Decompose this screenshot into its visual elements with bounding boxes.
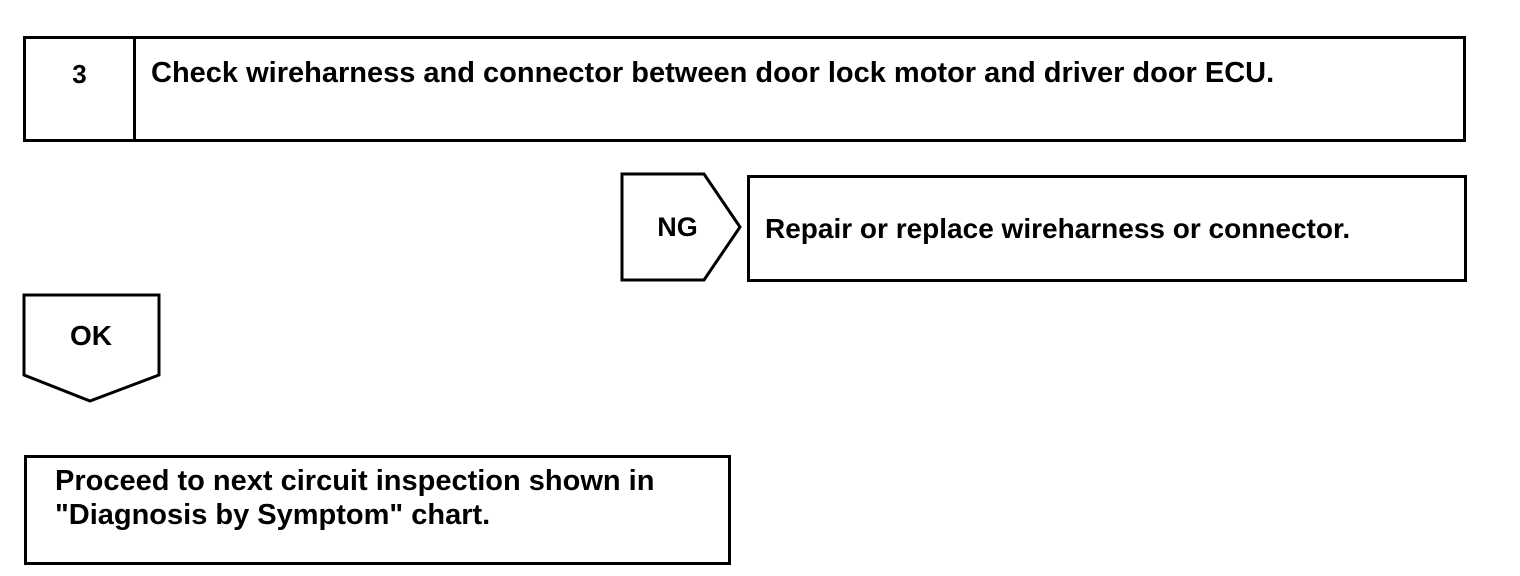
ng-result-text: Repair or replace wireharness or connect… bbox=[765, 213, 1351, 244]
ok-result-box: Proceed to next circuit inspection shown… bbox=[24, 455, 731, 565]
step-number: 3 bbox=[26, 39, 136, 139]
ok-result-text: Proceed to next circuit inspection shown… bbox=[55, 465, 655, 531]
ng-result-box: Repair or replace wireharness or connect… bbox=[747, 175, 1467, 282]
ok-arrow-shape bbox=[22, 293, 161, 403]
ok-label: OK bbox=[70, 320, 112, 351]
inspection-step-box: 3 Check wireharness and connector betwee… bbox=[23, 36, 1466, 142]
ng-arrow-shape bbox=[620, 172, 742, 282]
ng-label: NG bbox=[657, 212, 698, 242]
step-title: Check wireharness and connector between … bbox=[151, 57, 1275, 89]
